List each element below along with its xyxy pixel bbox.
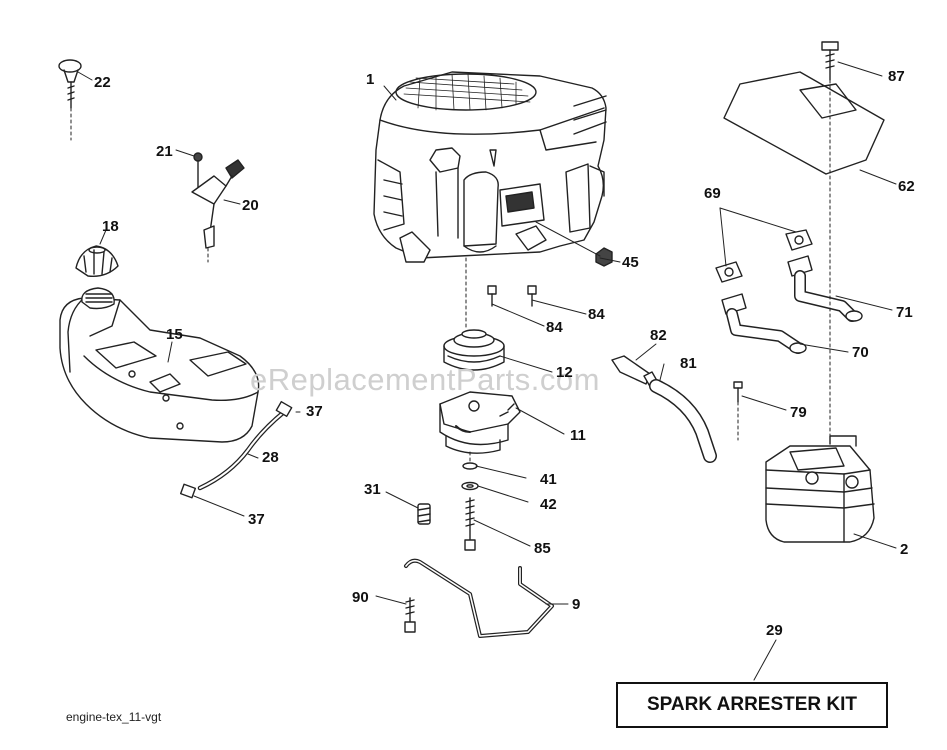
callout-31: 31 xyxy=(364,481,381,498)
callout-9: 9 xyxy=(572,596,581,613)
part-2-muffler xyxy=(765,435,875,543)
callout-37-bottom: 37 xyxy=(248,511,265,528)
watermark: eReplacementParts.com xyxy=(250,362,600,397)
callout-82: 82 xyxy=(650,327,667,344)
callout-84-right: 84 xyxy=(588,306,605,323)
assembly-lines xyxy=(70,79,831,463)
part-70-71-exhaust xyxy=(721,255,863,354)
callout-41: 41 xyxy=(540,471,557,488)
part-18-fuel-cap xyxy=(75,245,119,277)
callout-20: 20 xyxy=(242,197,259,214)
spark-arrester-kit-label: SPARK ARRESTER KIT xyxy=(646,694,858,715)
callout-62: 62 xyxy=(898,178,915,195)
part-69-gaskets xyxy=(715,229,813,283)
part-84-bolts xyxy=(487,285,537,307)
callout-69: 69 xyxy=(704,185,721,202)
part-28-fuel-line xyxy=(179,400,293,499)
part-1-engine xyxy=(373,71,607,263)
callout-84-left: 84 xyxy=(546,319,563,336)
callout-81: 81 xyxy=(680,355,697,372)
leader-lines xyxy=(77,61,897,681)
part-41-42-washers xyxy=(461,462,479,491)
callout-37-top: 37 xyxy=(306,403,323,420)
spark-arrester-kit-box: SPARK ARRESTER KIT xyxy=(616,682,888,728)
callout-21: 21 xyxy=(156,143,173,160)
callout-85: 85 xyxy=(534,540,551,557)
callout-79: 79 xyxy=(790,404,807,421)
part-85-bolt xyxy=(464,497,476,551)
callout-71: 71 xyxy=(896,304,913,321)
part-9-rod xyxy=(404,558,554,638)
callout-70: 70 xyxy=(852,344,869,361)
callout-18: 18 xyxy=(102,218,119,235)
callout-2: 2 xyxy=(900,541,909,558)
callout-29: 29 xyxy=(766,622,783,639)
part-15-fuel-tank xyxy=(59,287,260,443)
part-11-clutch xyxy=(439,391,521,454)
callout-12: 12 xyxy=(556,364,573,381)
callout-28: 28 xyxy=(262,449,279,466)
callout-1: 1 xyxy=(366,71,375,88)
part-45-fitting xyxy=(595,247,613,267)
part-79-screw xyxy=(733,381,743,403)
callout-11: 11 xyxy=(570,427,586,444)
part-62-heat-shield xyxy=(723,41,885,175)
callout-42: 42 xyxy=(540,496,557,513)
callout-45: 45 xyxy=(622,254,639,271)
callout-22: 22 xyxy=(94,74,111,91)
callout-90: 90 xyxy=(352,589,369,606)
callout-87: 87 xyxy=(888,68,905,85)
part-22-pin xyxy=(58,59,82,109)
diagram-caption: engine-tex_11-vgt xyxy=(66,710,162,724)
part-31-spacer xyxy=(417,503,431,525)
part-90-bolt xyxy=(404,597,416,633)
part-81-82-hose xyxy=(611,355,717,463)
callout-15: 15 xyxy=(166,326,183,343)
part-12-pulley xyxy=(443,329,505,371)
part-20-bracket xyxy=(191,152,245,249)
